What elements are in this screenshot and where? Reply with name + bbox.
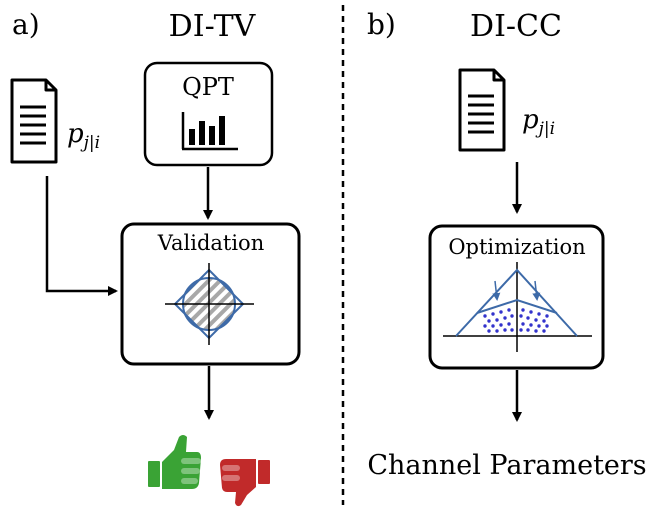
panel-b-label: b)	[367, 8, 396, 41]
probability-label-a: pj|i	[67, 119, 100, 153]
qpt-label: QPT	[182, 73, 234, 101]
validation-plot-icon	[165, 263, 254, 345]
optimization-label: Optimization	[448, 235, 585, 259]
thumbs-up-icon	[148, 435, 201, 489]
arrow-document-to-validation	[45, 176, 118, 296]
panel-a-label: a)	[12, 8, 40, 41]
panel-b-title: DI-CC	[470, 9, 562, 44]
channel-parameters-label: Channel Parameters	[367, 450, 646, 481]
document-icon	[10, 78, 58, 164]
validation-label: Validation	[157, 231, 264, 255]
bar-chart-icon	[181, 112, 238, 151]
thumbs-down-icon	[220, 459, 270, 507]
optimization-plot-icon	[443, 262, 592, 352]
probability-label-b-sub: j|i	[535, 119, 555, 139]
document-icon	[458, 68, 506, 152]
probability-label-a-sub: j|i	[80, 133, 100, 153]
probability-label-a-main: p	[67, 119, 84, 149]
qpt-box	[143, 61, 274, 167]
probability-label-b: pj|i	[522, 105, 555, 139]
probability-label-b-main: p	[522, 105, 539, 135]
panel-a-title: DI-TV	[169, 9, 257, 44]
